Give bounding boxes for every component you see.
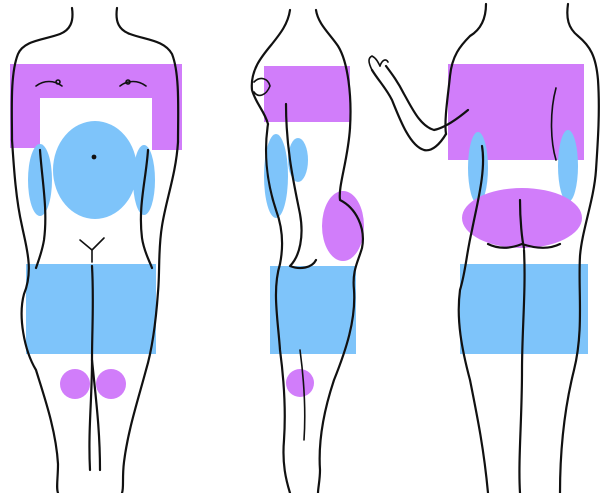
front-left-knee-zone xyxy=(96,369,126,399)
back-right-flank-zone xyxy=(558,130,578,202)
side-knee-zone xyxy=(286,369,314,397)
back-left-flank-zone xyxy=(468,132,488,204)
front-thighs-zone xyxy=(26,264,156,354)
side-thigh-zone xyxy=(270,266,356,354)
side-view xyxy=(252,10,364,493)
front-navel xyxy=(92,155,97,160)
front-abdomen-zone xyxy=(53,121,137,219)
front-right-knee-zone xyxy=(60,369,90,399)
front-right-arm-zone xyxy=(10,64,40,148)
back-view xyxy=(369,4,599,493)
front-view xyxy=(10,8,182,493)
side-upper-arm-zone xyxy=(264,66,350,122)
